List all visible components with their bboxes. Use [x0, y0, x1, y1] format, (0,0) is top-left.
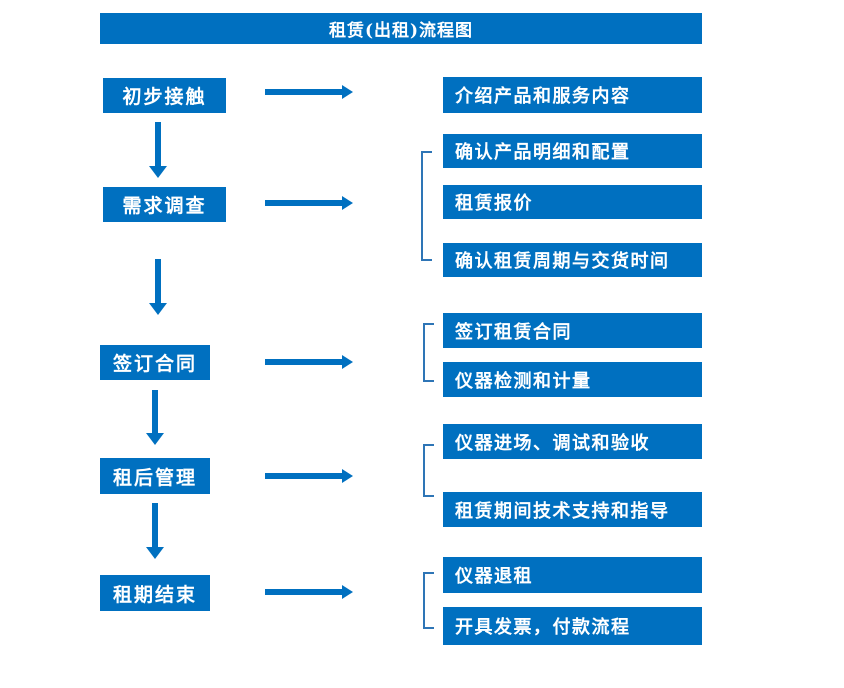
- detail-box-confirm-rental-period-delivery: 确认租赁周期与交货时间: [443, 243, 702, 277]
- step-box-post-rental-management: 租后管理: [100, 458, 210, 494]
- detail-box-intro-products-services: 介绍产品和服务内容: [443, 77, 702, 113]
- right-arrow-4: [265, 469, 353, 483]
- detail-box-rental-quote: 租赁报价: [443, 185, 702, 219]
- down-arrow-2: [149, 259, 167, 315]
- right-arrow-2: [265, 196, 353, 210]
- down-arrow-4: [146, 503, 164, 559]
- right-arrow-1: [265, 85, 353, 99]
- step-box-initial-contact: 初步接触: [103, 78, 226, 113]
- step-box-sign-contract: 签订合同: [100, 345, 210, 380]
- group-bracket-sign-contract: [423, 323, 434, 382]
- detail-box-confirm-product-details-config: 确认产品明细和配置: [443, 134, 702, 168]
- right-arrow-5: [265, 585, 353, 599]
- detail-box-instrument-return: 仪器退租: [443, 557, 702, 593]
- detail-box-technical-support-during-rental: 租赁期间技术支持和指导: [443, 492, 702, 527]
- step-box-demand-survey: 需求调查: [103, 187, 226, 222]
- group-bracket-lease-end: [423, 572, 434, 629]
- detail-box-invoice-payment-process: 开具发票，付款流程: [443, 607, 702, 645]
- detail-box-instrument-entry-debug-acceptance: 仪器进场、调试和验收: [443, 424, 702, 459]
- detail-box-instrument-inspection-calibration: 仪器检测和计量: [443, 362, 702, 397]
- step-box-lease-end: 租期结束: [100, 575, 210, 611]
- flowchart-title: 租赁(出租)流程图: [100, 13, 702, 44]
- down-arrow-3: [146, 390, 164, 445]
- right-arrow-3: [265, 355, 353, 369]
- group-bracket-demand-survey: [421, 151, 432, 261]
- detail-box-sign-rental-contract: 签订租赁合同: [443, 313, 702, 348]
- down-arrow-1: [149, 122, 167, 178]
- group-bracket-post-rental: [423, 444, 434, 497]
